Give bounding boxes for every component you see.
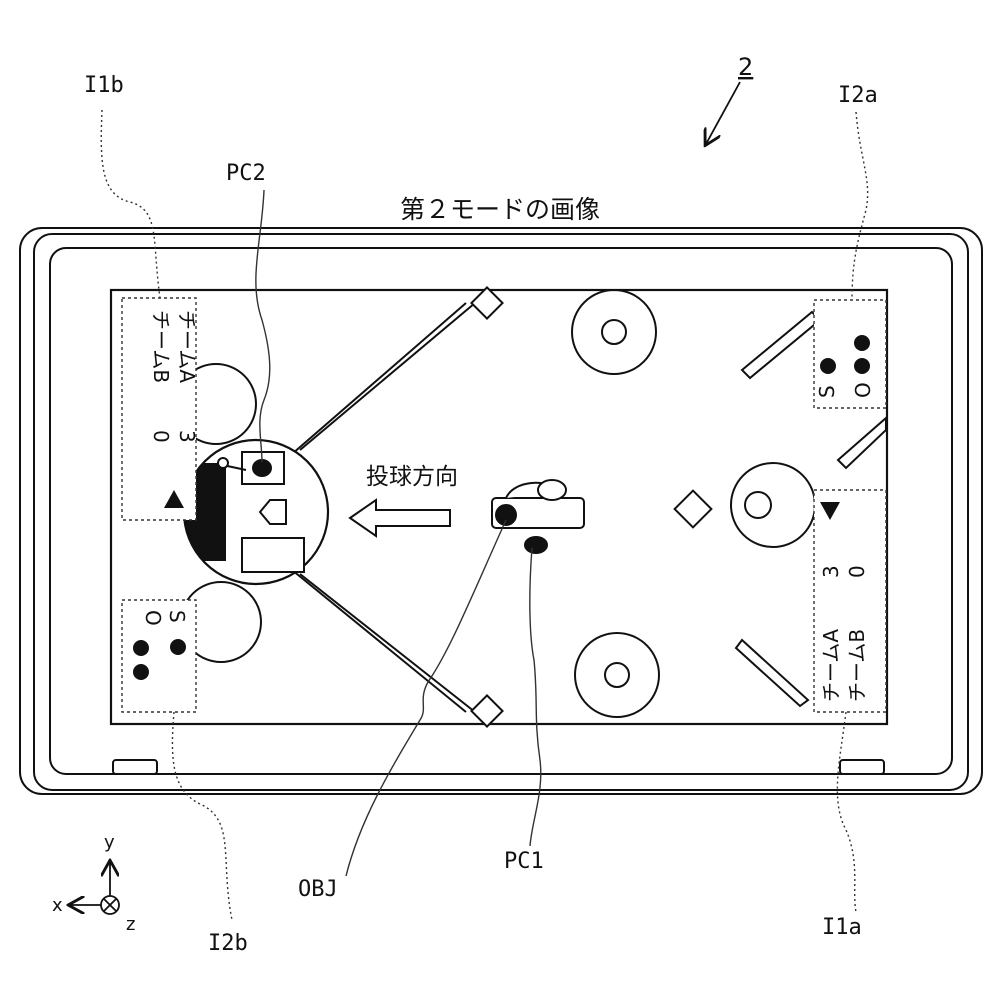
count-panel-right — [813, 299, 887, 409]
count-o-left: O — [141, 610, 165, 626]
count-panel-right-text: S — [815, 385, 839, 398]
count-dots-right — [820, 335, 870, 374]
ring-bottom — [574, 632, 660, 718]
device-tab-right — [839, 759, 885, 775]
score-a-right: 3 — [819, 565, 843, 578]
team-a-right: チームA — [819, 629, 843, 702]
count-o-right: O — [851, 382, 875, 398]
base-top — [470, 286, 504, 320]
magnified-view — [182, 438, 330, 586]
score-panel-left-text: チームA チームB 3 0 — [149, 310, 199, 443]
right-bars — [734, 310, 887, 708]
figure-pointer-arrow — [706, 81, 741, 144]
base-bottom — [470, 694, 504, 728]
device-body — [19, 227, 983, 795]
score-panel-left — [121, 297, 197, 521]
axes-indicator — [70, 862, 120, 915]
count-panel-right-o: O — [851, 382, 875, 398]
team-a-left: チームA — [175, 310, 199, 383]
ring-top — [571, 289, 657, 375]
score-a-left: 3 — [175, 430, 199, 443]
count-panel-left-text: S — [165, 610, 189, 623]
count-s-right: S — [815, 385, 839, 398]
score-b-right: 0 — [845, 565, 869, 578]
leader-lines — [100, 109, 869, 921]
axis-x-label: x — [52, 895, 63, 916]
device-tab-left — [112, 759, 158, 775]
label-obj: OBJ — [298, 877, 338, 902]
label-i2a: I2a — [838, 83, 878, 108]
count-panel-left-o: O — [141, 610, 165, 626]
inning-indicator-left — [164, 490, 184, 508]
team-b-right: チームB — [845, 629, 869, 702]
count-s-left: S — [165, 610, 189, 623]
pitch-direction-arrow — [348, 498, 451, 538]
figure-title: 第２モードの画像 — [400, 195, 600, 224]
label-pc1: PC1 — [504, 849, 544, 874]
count-panel-left — [121, 599, 197, 713]
axis-z-label: z — [126, 914, 135, 935]
axis-y-label: y — [104, 832, 115, 853]
field-lines — [291, 302, 476, 713]
score-panel-right-text: チームA チームB 3 0 — [819, 565, 869, 702]
score-b-left: 0 — [149, 430, 173, 443]
pitcher-object — [491, 479, 585, 554]
count-dots-left — [133, 639, 186, 680]
score-panel-right — [813, 489, 887, 713]
label-pc2: PC2 — [226, 161, 266, 186]
inning-indicator-right — [820, 502, 840, 520]
label-i2b: I2b — [208, 931, 248, 956]
figure-number: 2 — [738, 53, 753, 81]
label-i1b: I1b — [84, 73, 124, 98]
pitch-direction-label: 投球方向 — [366, 464, 458, 490]
pitcher-mound-diamond — [673, 489, 713, 529]
label-i1a: I1a — [822, 915, 862, 940]
team-b-left: チームB — [149, 310, 173, 383]
